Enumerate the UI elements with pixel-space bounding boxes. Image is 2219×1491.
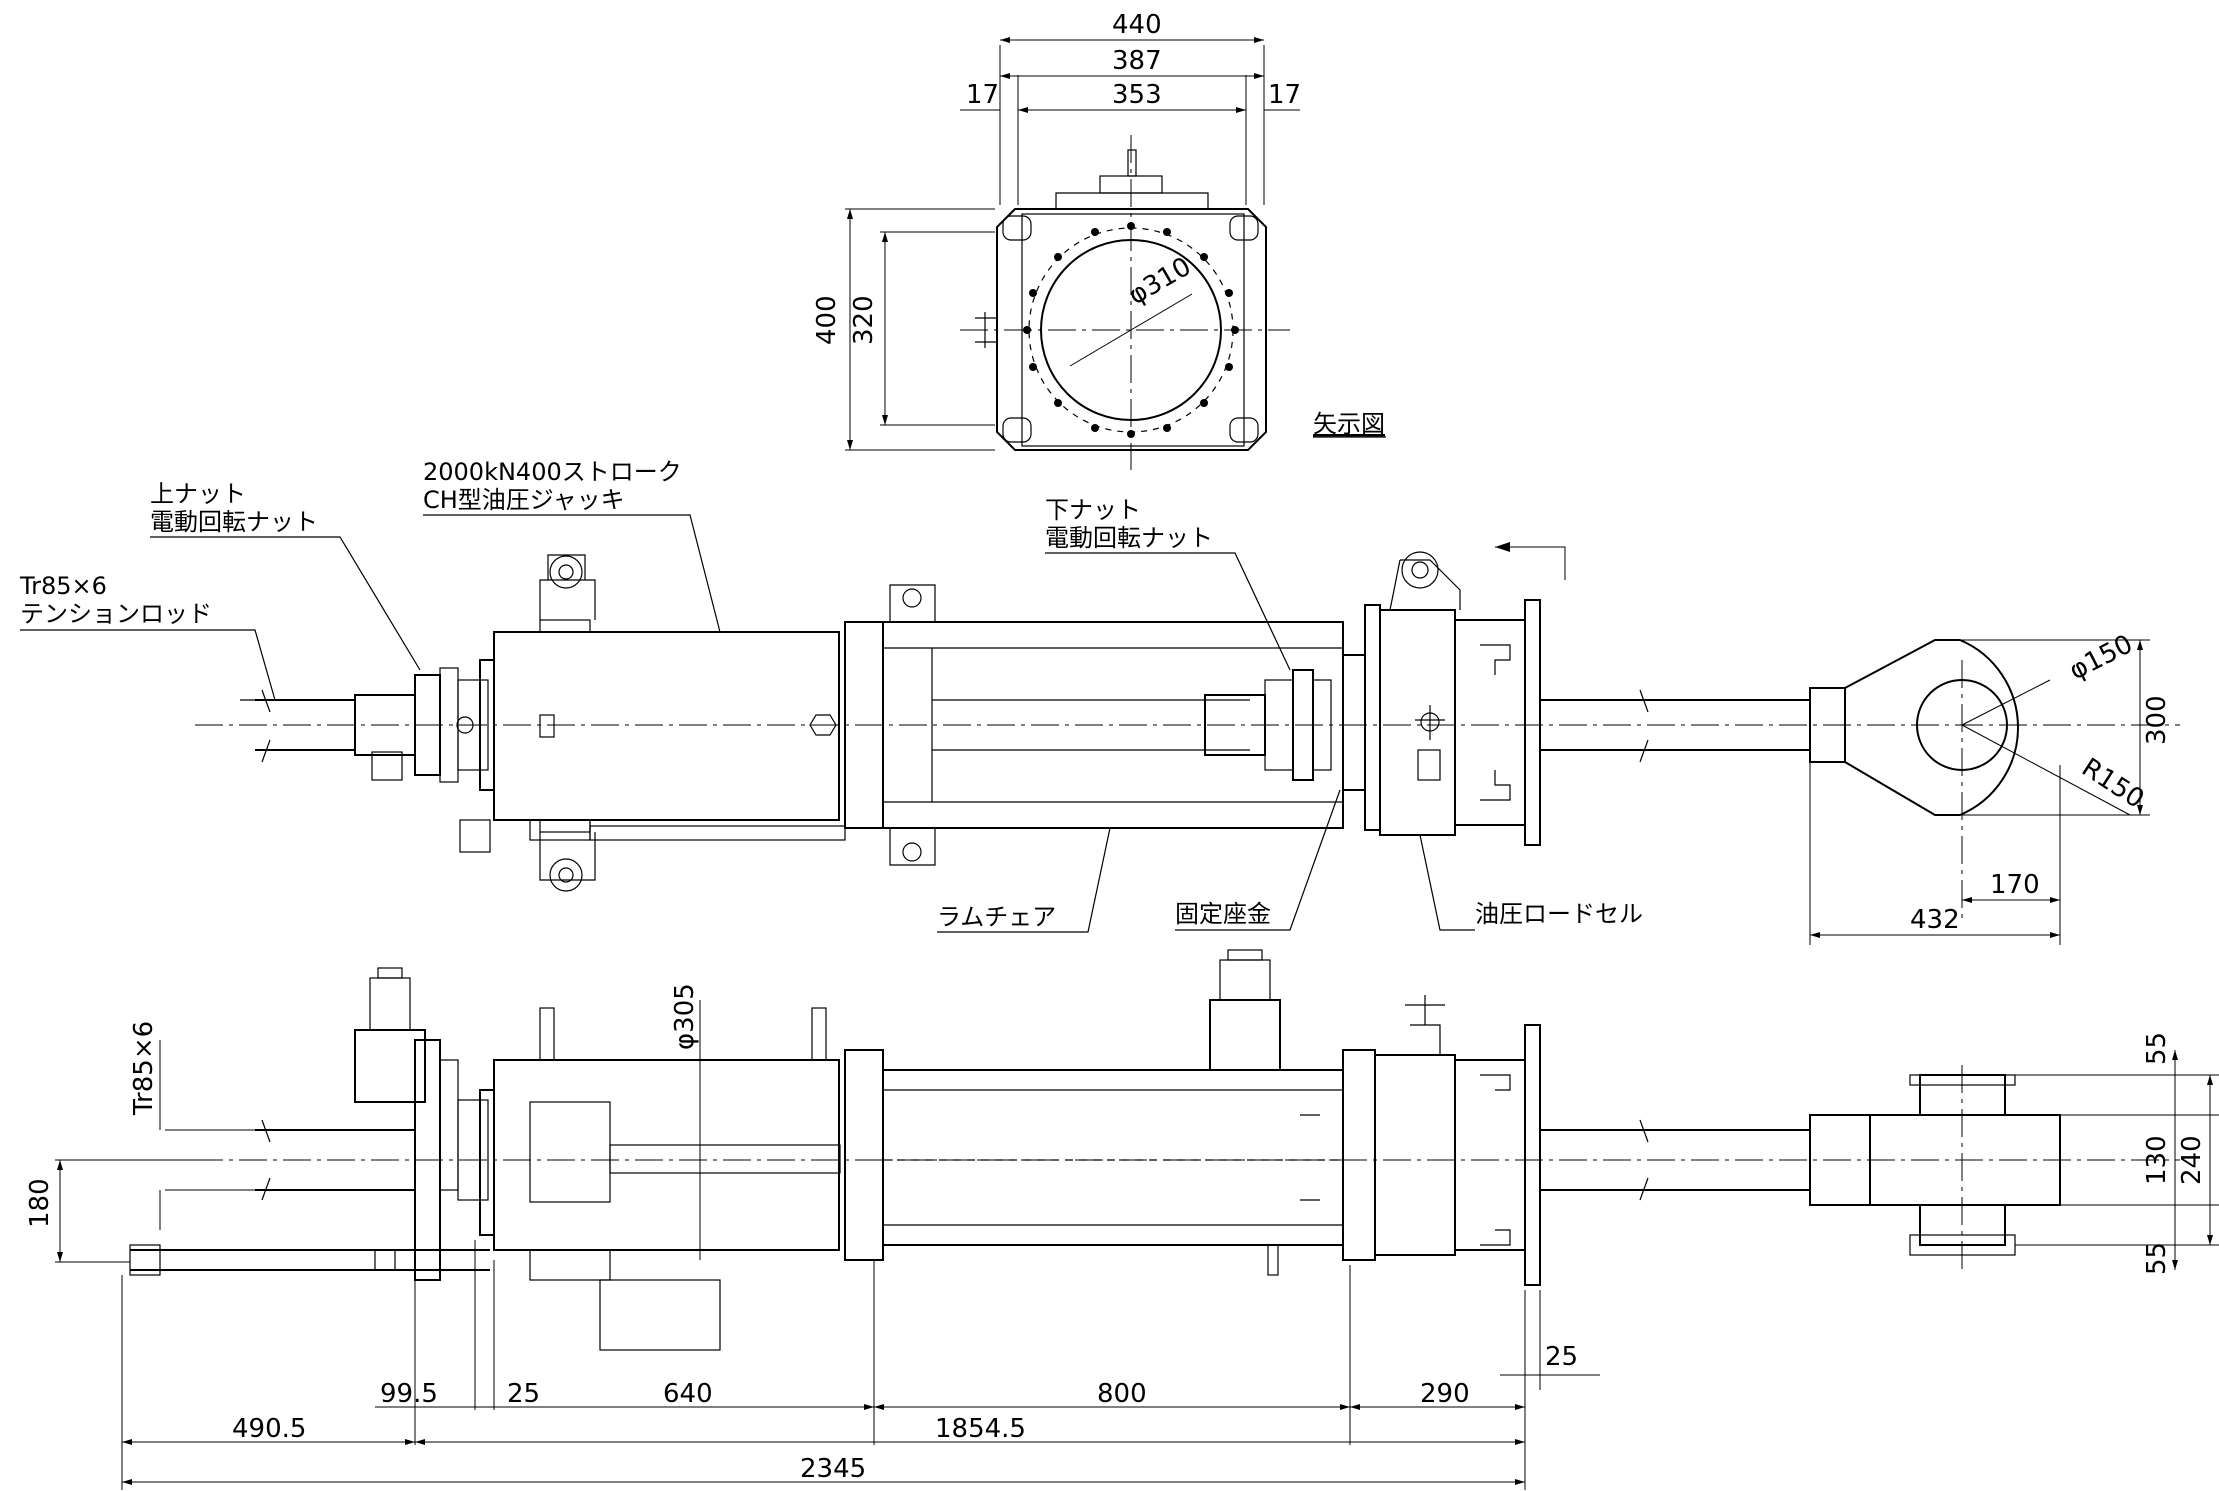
ram-chair-label: ラムチェア [937,903,1056,931]
dim-d170: 170 [1990,870,2040,900]
dim-h320: 320 [849,295,879,345]
dim-w353: 353 [1112,80,1162,110]
arrow-view: φ310 440 387 353 17 17 400 320 矢示図 [812,10,1386,470]
jack-label-1: 2000kN400ストローク [423,458,682,486]
fixed-washer-label: 固定座金 [1175,900,1271,928]
dim-d99-5: 99.5 [380,1379,438,1409]
dim-r130: 130 [2142,1135,2172,1185]
dim-r55b: 55 [2142,1242,2172,1275]
dim-h180: 180 [25,1178,55,1228]
dim-left17: 17 [966,80,999,110]
dim-dia310: φ310 [1124,252,1197,311]
plan-view: φ150 R150 300 170 432 2000kN400ストローク CH型… [19,458,2180,945]
jack-label-2: CH型油圧ジャッキ [423,486,625,514]
dim-h300: 300 [2142,695,2172,745]
side-view: 55 130 240 55 180 Tr85×6 φ305 99.5 [25,949,2219,1490]
load-cell-label: 油圧ロードセル [1475,900,1643,928]
upper-nut-label-1: 上ナット [150,480,246,508]
dim-d25b: 25 [1545,1342,1578,1372]
arrow-view-label: 矢示図 [1313,410,1385,438]
dim-d290: 290 [1420,1379,1470,1409]
dim-dia150: φ150 [2065,629,2138,686]
rod-label-2: テンションロッド [20,600,212,628]
rod-label-1: Tr85×6 [19,572,107,600]
dim-r240: 240 [2177,1135,2207,1185]
dim-d432: 432 [1910,905,1960,935]
dim-d25a: 25 [507,1379,540,1409]
dim-dia305: φ305 [670,983,700,1050]
dim-d1854-5: 1854.5 [935,1414,1026,1444]
dim-tr: Tr85×6 [129,1021,159,1116]
dim-d2345: 2345 [800,1454,866,1484]
dim-d640: 640 [663,1379,713,1409]
dim-d490-5: 490.5 [232,1414,306,1444]
dim-d800: 800 [1097,1379,1147,1409]
dim-r55a: 55 [2142,1032,2172,1065]
dim-w387: 387 [1112,46,1162,76]
dim-right17: 17 [1268,80,1301,110]
dim-h400: 400 [812,295,842,345]
lower-nut-label-1: 下ナット [1045,496,1141,524]
upper-nut-label-2: 電動回転ナット [150,508,318,536]
dim-w440: 440 [1112,10,1162,40]
lower-nut-label-2: 電動回転ナット [1045,524,1213,552]
